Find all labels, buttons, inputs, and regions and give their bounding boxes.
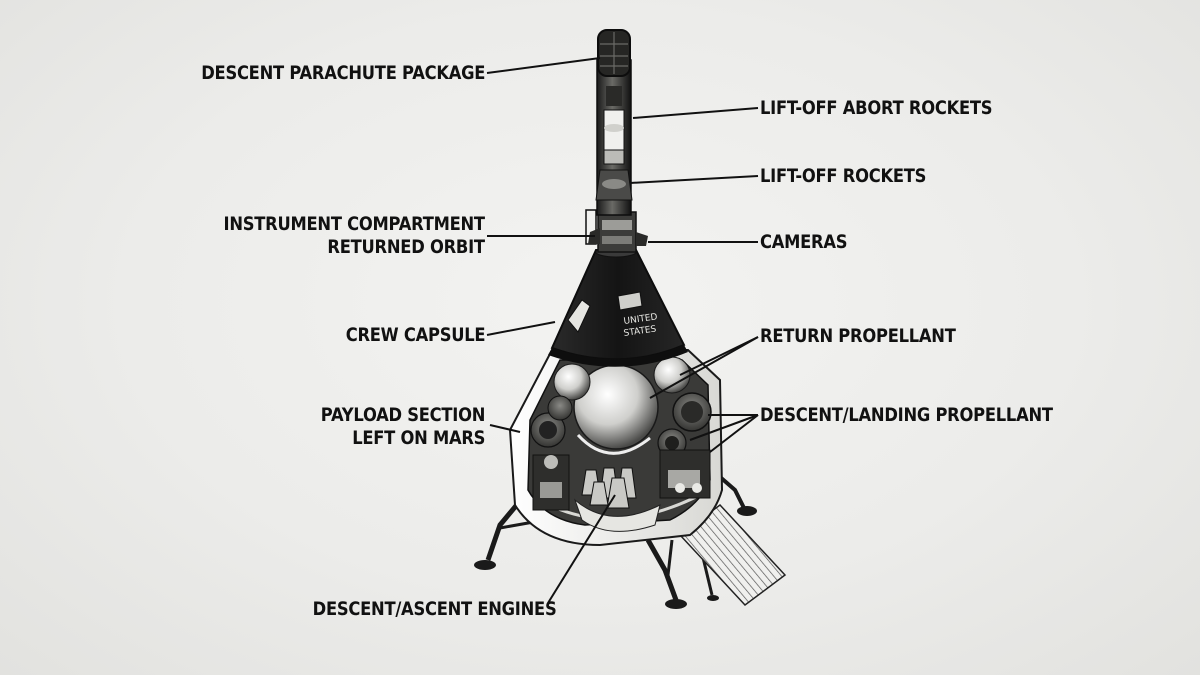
capsule-marking-line2: STATES: [623, 324, 657, 339]
leader-payload: [489, 424, 521, 433]
label-descent-ascent-engines: DESCENT/ASCENT ENGINES: [312, 598, 556, 620]
footpad-front: [665, 599, 687, 609]
label-instrument-compartment: INSTRUMENT COMPARTMENT RETURNED ORBIT: [223, 213, 486, 259]
label-payload-section-line2: LEFT ON MARS: [352, 427, 485, 449]
label-lift-off-rockets: LIFT-OFF ROCKETS: [760, 165, 927, 187]
leader-parachute: [486, 57, 601, 74]
label-descent-parachute-package: DESCENT PARACHUTE PACKAGE: [201, 62, 485, 84]
footpads: [474, 506, 757, 609]
leg-front: [645, 538, 679, 601]
descent-parachute-package: [597, 29, 631, 77]
leader-descent-landing-c: [709, 414, 759, 453]
return-propellant-tanks: [553, 356, 691, 450]
label-payload-section-line1: PAYLOAD SECTION: [320, 404, 486, 426]
crew-capsule: UNITED STATES: [548, 246, 688, 367]
leader-crew-capsule: [486, 321, 556, 336]
sphere-left: [553, 363, 591, 401]
label-descent-landing-propellant: DESCENT/LANDING PROPELLANT: [760, 404, 1053, 426]
footpad-front-small: [707, 595, 719, 601]
label-instrument-compartment-line1: INSTRUMENT COMPARTMENT: [223, 213, 486, 235]
sphere-right: [653, 356, 691, 394]
leader-descent-landing-b: [689, 414, 759, 441]
leader-lines: [486, 57, 759, 604]
footpad-left: [474, 560, 496, 570]
leader-lift-off-rockets: [629, 175, 759, 184]
label-payload-section: PAYLOAD SECTION LEFT ON MARS: [320, 404, 486, 450]
camera-right: [636, 232, 648, 246]
lift-off-tower: [595, 59, 633, 216]
equipment-bays: [532, 449, 711, 511]
label-instrument-compartment-line2: RETURNED ORBIT: [327, 236, 486, 258]
footpad-right: [737, 506, 757, 516]
descent-ascent-engines: [576, 433, 651, 509]
label-return-propellant: RETURN PROPELLANT: [760, 325, 956, 347]
leader-return-propellant-b: [649, 336, 759, 399]
capsule-marking-line1: UNITED: [623, 312, 658, 327]
instrument-compartment: [585, 209, 648, 253]
label-lift-off-abort-rockets: LIFT-OFF ABORT ROCKETS: [760, 97, 993, 119]
label-crew-capsule: CREW CAPSULE: [345, 324, 485, 346]
leader-abort-rockets: [632, 107, 759, 119]
label-cameras: CAMERAS: [760, 231, 848, 253]
leader-engines: [547, 494, 616, 604]
leg-front-strut: [666, 539, 674, 576]
